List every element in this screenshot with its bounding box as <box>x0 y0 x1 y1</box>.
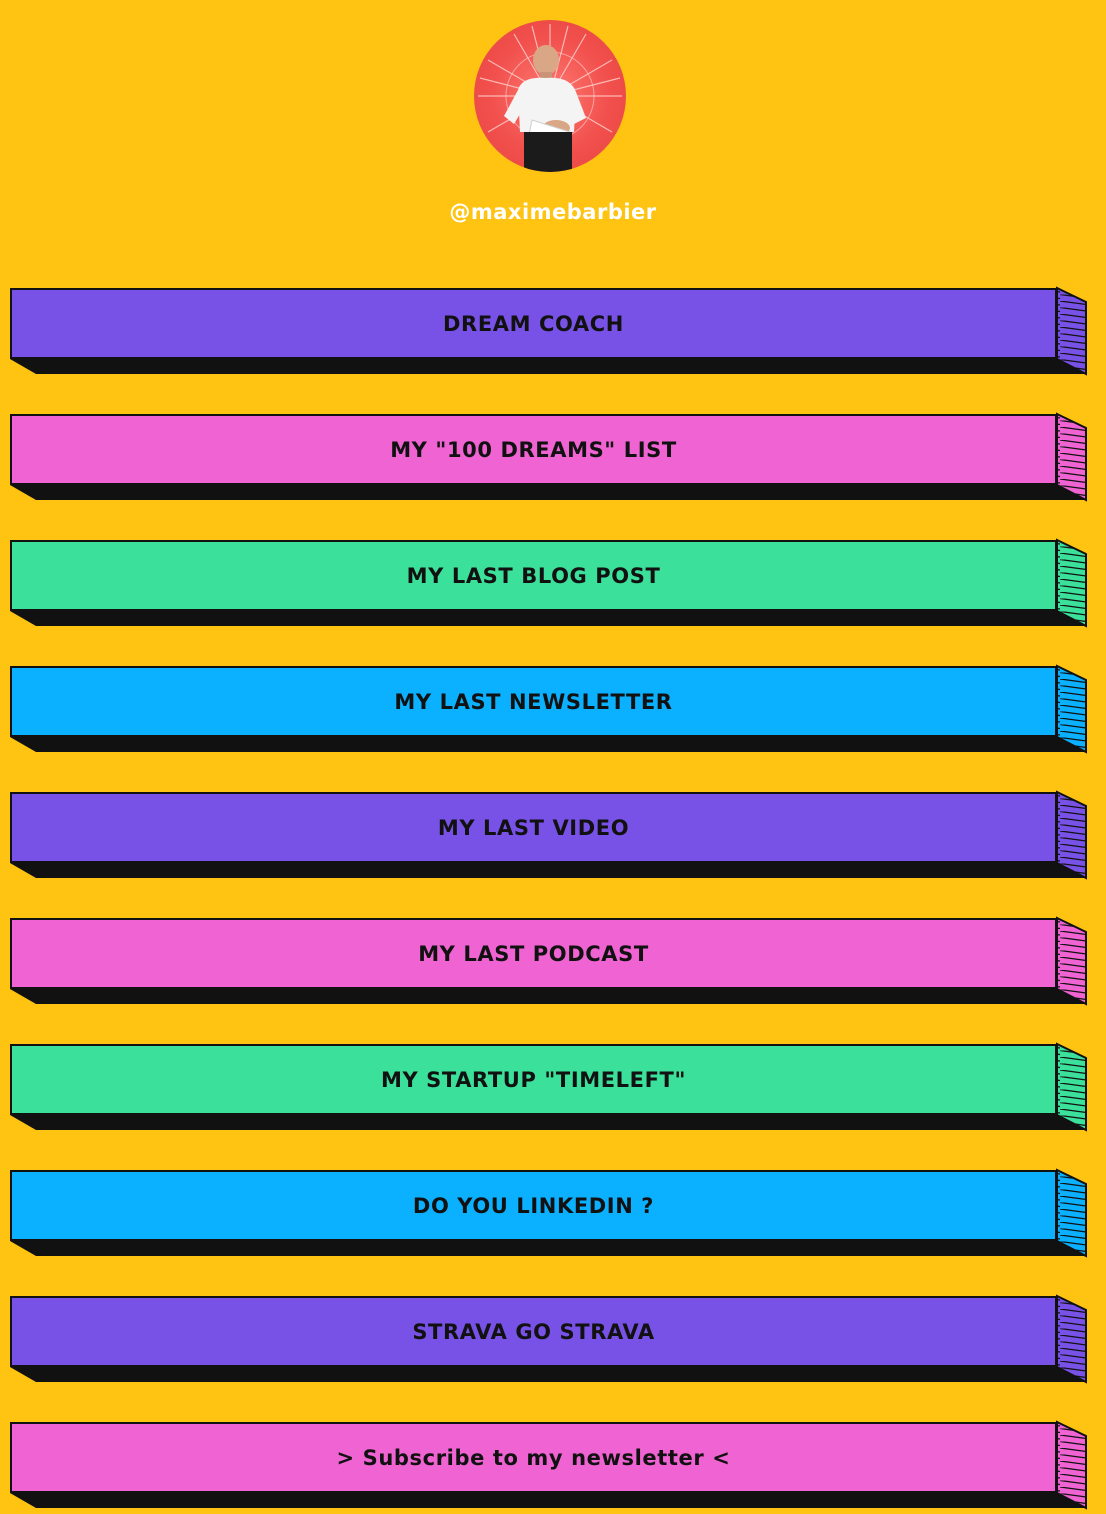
link-button-10[interactable]: > Subscribe to my newsletter < <box>10 1420 1087 1510</box>
link-face[interactable]: MY STARTUP "TIMELEFT" <box>10 1044 1057 1115</box>
link-button-6[interactable]: MY LAST PODCAST <box>10 916 1087 1006</box>
link-label: STRAVA GO STRAVA <box>412 1319 655 1344</box>
link-label: MY LAST VIDEO <box>437 815 630 840</box>
link-face[interactable]: MY LAST PODCAST <box>10 918 1057 989</box>
link-3d-shadow <box>10 538 1087 628</box>
avatar <box>474 20 626 172</box>
link-label: DREAM COACH <box>443 311 624 336</box>
link-3d-shadow <box>10 1042 1087 1132</box>
link-button-8[interactable]: DO YOU LINKEDIN ? <box>10 1168 1087 1258</box>
link-3d-shadow <box>10 286 1087 376</box>
link-button-3[interactable]: MY LAST BLOG POST <box>10 538 1087 628</box>
link-face[interactable]: MY LAST VIDEO <box>10 792 1057 863</box>
link-face[interactable]: MY LAST BLOG POST <box>10 540 1057 611</box>
link-label: MY "100 DREAMS" LIST <box>390 437 677 462</box>
link-face[interactable]: STRAVA GO STRAVA <box>10 1296 1057 1367</box>
profile-handle: @maximebarbier <box>449 200 657 224</box>
link-button-4[interactable]: MY LAST NEWSLETTER <box>10 664 1087 754</box>
link-face[interactable]: DREAM COACH <box>10 288 1057 359</box>
link-button-2[interactable]: MY "100 DREAMS" LIST <box>10 412 1087 502</box>
link-button-5[interactable]: MY LAST VIDEO <box>10 790 1087 880</box>
link-button-7[interactable]: MY STARTUP "TIMELEFT" <box>10 1042 1087 1132</box>
link-label: > Subscribe to my newsletter < <box>336 1445 731 1470</box>
link-label: MY LAST PODCAST <box>418 941 649 966</box>
link-button-9[interactable]: STRAVA GO STRAVA <box>10 1294 1087 1384</box>
link-3d-shadow <box>10 1294 1087 1384</box>
link-face[interactable]: > Subscribe to my newsletter < <box>10 1422 1057 1493</box>
link-3d-shadow <box>10 1168 1087 1258</box>
link-face[interactable]: MY LAST NEWSLETTER <box>10 666 1057 737</box>
link-face[interactable]: MY "100 DREAMS" LIST <box>10 414 1057 485</box>
link-label: MY LAST BLOG POST <box>406 563 661 588</box>
link-face[interactable]: DO YOU LINKEDIN ? <box>10 1170 1057 1241</box>
link-3d-shadow <box>10 1420 1087 1510</box>
profile-photo-icon <box>478 24 622 172</box>
link-3d-shadow <box>10 916 1087 1006</box>
link-3d-shadow <box>10 412 1087 502</box>
link-label: DO YOU LINKEDIN ? <box>412 1193 655 1218</box>
link-3d-shadow <box>10 790 1087 880</box>
link-label: MY STARTUP "TIMELEFT" <box>380 1067 687 1092</box>
link-button-1[interactable]: DREAM COACH <box>10 286 1087 376</box>
link-label: MY LAST NEWSLETTER <box>394 689 673 714</box>
link-3d-shadow <box>10 664 1087 754</box>
